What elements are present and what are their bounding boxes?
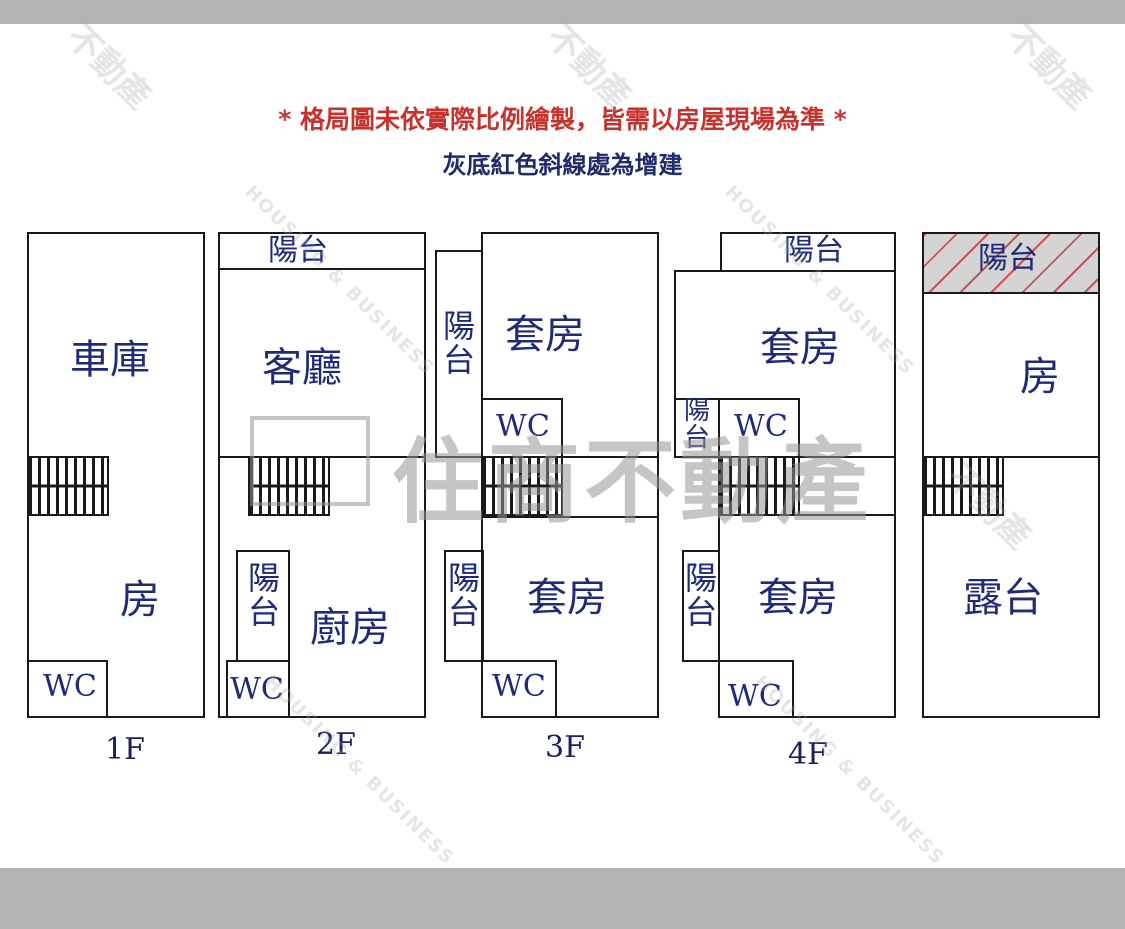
- wc-3f-lower-label: WC: [492, 669, 546, 704]
- balcony-5f-label: 陽台: [978, 241, 1038, 276]
- living-room-label: 客廳: [262, 345, 342, 391]
- suite-3f-lower-label: 套房: [527, 575, 607, 621]
- suite-4f-upper-label: 套房: [760, 325, 840, 371]
- floor-label-3f: 3F: [545, 730, 585, 765]
- floor-label-2f: 2F: [316, 727, 356, 762]
- floor-label-1f: 1F: [105, 732, 145, 767]
- balcony-3f-lower: [444, 550, 484, 662]
- balcony-4f-mid-label: 陽台: [683, 396, 710, 454]
- staircase-4f: [718, 456, 800, 516]
- kitchen-label: 廚房: [310, 605, 390, 651]
- staircase-5f: [922, 456, 1004, 516]
- brand-watermark-diag-2: 不動產: [538, 16, 639, 118]
- legend-note: 灰底紅色斜線處為增建: [442, 151, 683, 179]
- wc-2f-label: WC: [230, 672, 284, 707]
- balcony-2f-top-label: 陽台: [268, 233, 328, 268]
- balcony-3f-lower-label: 陽台: [447, 559, 480, 631]
- suite-4f-lower-label: 套房: [758, 575, 838, 621]
- suite-4f-lower-top-line: [718, 514, 896, 518]
- wc-1f: [27, 660, 108, 718]
- disclaimer-note: * 格局圖未依實際比例繪製，皆需以房屋現場為準 *: [278, 105, 847, 134]
- balcony-2f-side-label: 陽台: [247, 559, 280, 631]
- balcony-4f-lower-label: 陽台: [684, 559, 717, 631]
- wc-3f-upper-label: WC: [496, 409, 550, 444]
- balcony-5f-added-structure: [922, 232, 1100, 294]
- room-garage: 車庫: [70, 337, 150, 383]
- wc-4f-upper-label: WC: [734, 409, 788, 444]
- suite-3f-upper: [481, 232, 659, 458]
- brand-watermark-diag-3: 不動產: [998, 16, 1099, 118]
- balcony-4f-lower: [682, 550, 720, 662]
- wc-2f: [226, 660, 290, 718]
- staircase-3f: [481, 456, 563, 516]
- balcony-4f-top-label: 陽台: [784, 233, 844, 268]
- room-5f: [922, 292, 1100, 458]
- staircase-2f: [248, 456, 330, 516]
- floor-label-4f: 4F: [788, 737, 828, 772]
- suite-3f-upper-label: 套房: [505, 312, 585, 358]
- balcony-3f-upper-label: 陽台: [442, 307, 475, 379]
- brand-watermark-diag-1: 不動產: [58, 16, 159, 118]
- wc-1f-label: WC: [43, 669, 97, 704]
- staircase-1f: [27, 456, 109, 516]
- room-5f-label: 房: [1020, 354, 1060, 400]
- wc-4f-lower: [718, 660, 794, 718]
- wc-3f-lower: [481, 660, 557, 718]
- terrace-label: 露台: [963, 575, 1043, 621]
- wc-4f-lower-label: WC: [728, 679, 782, 714]
- room-1f: 房: [120, 577, 160, 623]
